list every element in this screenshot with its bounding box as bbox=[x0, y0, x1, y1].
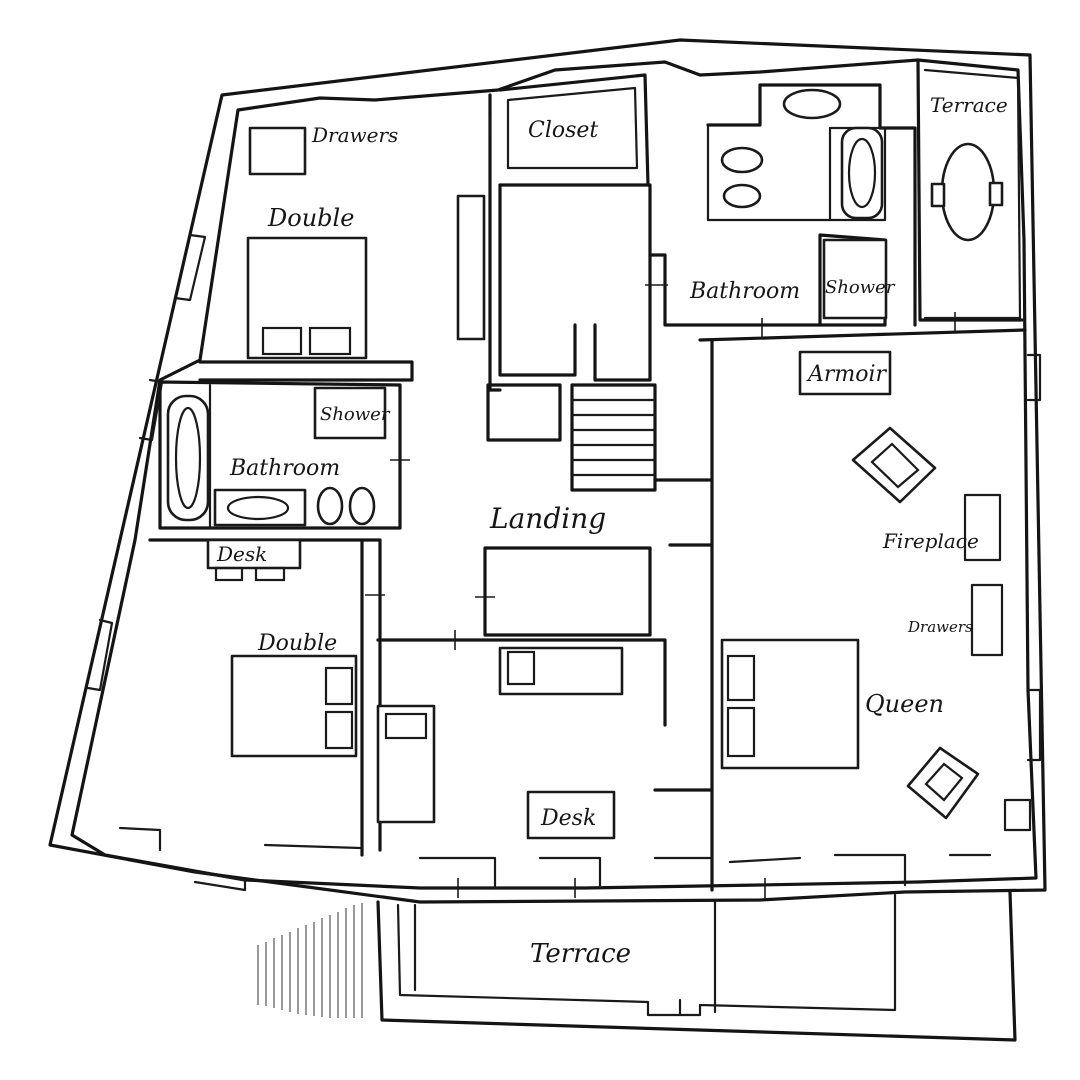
terrace-table-icon bbox=[940, 142, 996, 242]
label-bathroom-left: Bathroom bbox=[229, 456, 340, 481]
label-drawers-top: Drawers bbox=[311, 123, 398, 147]
door-marks bbox=[365, 115, 956, 898]
terrace-bottom-area bbox=[257, 890, 1017, 1042]
stair-hatch bbox=[257, 903, 363, 1018]
label-bathroom-top: Bathroom bbox=[689, 279, 800, 304]
bidet-icon bbox=[722, 183, 762, 209]
label-desk-left: Desk bbox=[216, 542, 267, 566]
toilet-left-icon bbox=[316, 486, 344, 526]
queen-bed bbox=[720, 638, 860, 770]
furniture bbox=[166, 88, 1004, 840]
label-fireplace: Fireplace bbox=[882, 529, 979, 553]
label-closet: Closet bbox=[528, 118, 598, 143]
shower-tray-left bbox=[313, 386, 387, 440]
bench-furniture bbox=[498, 646, 624, 696]
desk-left-furniture bbox=[206, 538, 302, 570]
label-shower-top: Shower bbox=[825, 277, 896, 298]
armchair-icon bbox=[851, 426, 937, 504]
armoir-furniture bbox=[798, 350, 892, 396]
label-double-bottom: Double bbox=[257, 631, 337, 656]
label-desk-middle: Desk bbox=[540, 806, 596, 831]
label-terrace-top: Terrace bbox=[930, 93, 1008, 117]
wardrobe-strip bbox=[456, 194, 486, 341]
double-bed-top bbox=[246, 236, 368, 360]
sink-icon bbox=[782, 88, 842, 120]
outer-walls bbox=[48, 38, 1047, 904]
drawers-top-furniture bbox=[248, 126, 307, 176]
label-drawers-right: Drawers bbox=[907, 618, 973, 636]
label-shower-left: Shower bbox=[320, 404, 391, 425]
label-armoir: Armoir bbox=[806, 362, 888, 387]
label-terrace-bottom: Terrace bbox=[530, 939, 631, 969]
armchair-lower-icon bbox=[906, 746, 980, 820]
label-double-top: Double bbox=[267, 204, 354, 232]
desk-middle-furniture bbox=[526, 790, 616, 840]
room-labels: Drawers Closet Terrace Double Bathroom S… bbox=[216, 93, 1008, 969]
toilet-icon bbox=[720, 146, 764, 174]
label-landing: Landing bbox=[489, 502, 606, 535]
label-queen: Queen bbox=[865, 690, 944, 718]
bathtub-icon bbox=[166, 394, 210, 522]
double-bed-bottom bbox=[230, 654, 358, 758]
shower-tray-top bbox=[822, 238, 888, 320]
